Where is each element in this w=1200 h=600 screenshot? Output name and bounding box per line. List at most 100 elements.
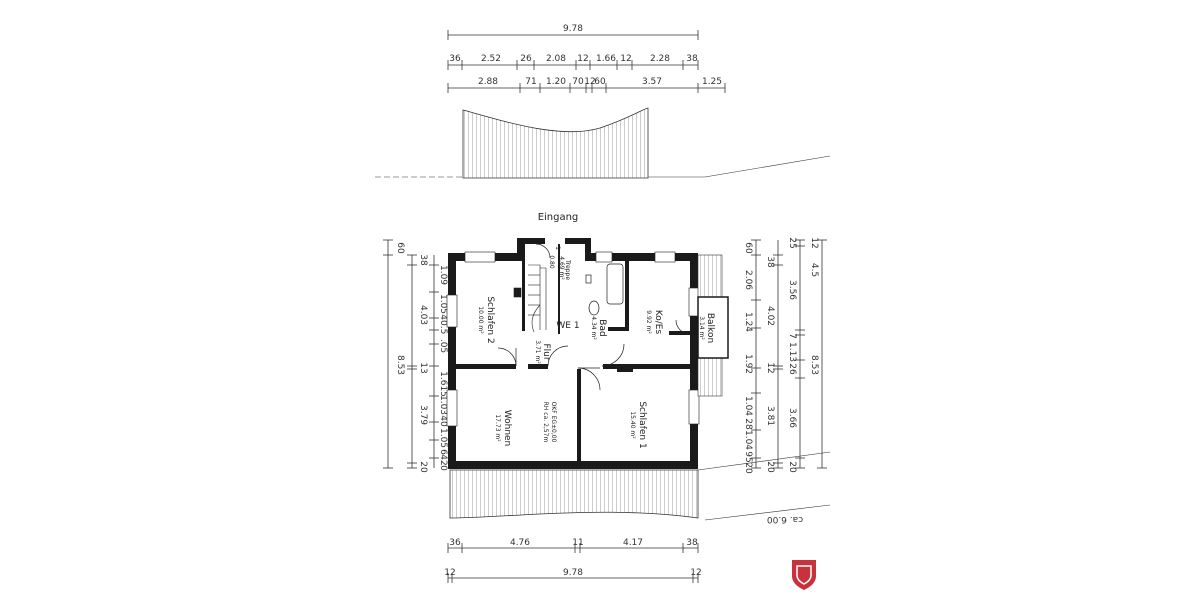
top-dimension-chains [447,30,726,93]
dim-top-r3: 2.88 [478,77,498,87]
room-name: Balkon [705,313,715,343]
doors [497,243,691,391]
bottom-dimension-chains [447,543,699,583]
dim-top-r3: 71 [525,77,536,87]
balcony [697,254,729,397]
entrance-label: Eingang [538,212,579,223]
dim-bottom-overall: 9.78 [563,568,583,578]
dim-top-r2: 36 [449,54,461,64]
dim-top-r2: 1.66 [596,54,616,64]
room-name: Flur [541,343,551,360]
dim-right-c3: 3.56 [787,280,797,300]
dim-bottom-r2: 12 [444,568,455,578]
left-dimension-chains [383,239,439,469]
dim-left-outer: 8.53 [395,355,405,375]
right-dimension-chains [751,239,827,469]
dim-left-inner: 1.03 [438,395,448,415]
dim-top-r2: 2.52 [481,54,501,64]
room-treppe-extra: 0.80 [548,255,555,269]
shield-logo-icon [792,560,816,590]
room-area: 4.34 m² [590,316,597,340]
dim-right-c1: 28 [743,418,753,430]
dim-right-c1: 20 [743,462,753,474]
dim-left-middle: 20 [418,461,428,473]
room-name: Bad [597,319,607,336]
dim-right-c1: 1.04 [743,430,753,450]
okf-line: OKF EG±0,00 [550,402,557,443]
dim-top-r2: 38 [686,54,698,64]
dim-right-c1: 1.04 [743,396,753,416]
dim-top-r2: 26 [520,54,532,64]
dim-right-c1: 1.92 [743,354,753,374]
dim-right-c3: 20 [787,461,797,473]
dim-right-c1: 1.24 [743,312,753,332]
dim-right-c4: 8.53 [809,355,819,375]
dim-bottom-r1: 4.76 [510,538,530,548]
dim-right-c2: 38 [765,256,775,268]
room-area: 15.40 m² [629,411,636,439]
room-name: Ko/Es [653,310,663,335]
room-name: Treppe [564,259,571,280]
dim-bottom-r2: 12 [690,568,701,578]
dim-right-c4: 12 [809,237,819,248]
room-koes: Ko/Es 9.92 m² [645,310,663,335]
dim-right-c3: 7 [787,333,797,339]
dim-bottom-r1: 4.17 [623,538,643,548]
dim-top-r3: 1.25 [702,77,722,87]
staircase [513,264,547,333]
terrain-section-bottom [449,451,831,521]
room-flur: Flur 3.71 m² [534,340,551,364]
rh-line: RH ca. 2,57m [542,402,549,443]
dim-bottom-r1: 36 [449,538,461,548]
dim-top-r2: 12 [577,54,588,64]
room-name: Schlafen 1 [637,401,647,448]
room-name: Wohnen [502,410,512,447]
room-schlafen1: Schlafen 1 15.40 m² [629,401,647,448]
dim-top-r2: 2.28 [650,54,670,64]
dim-left-inner: 1.05 [438,294,448,314]
dim-left-inner: 40 [438,415,448,427]
bath-fixtures [585,263,624,316]
unit-label-we: WE 1 [556,321,579,331]
dim-right-c3: 25 [787,237,797,248]
building-walls [448,238,698,469]
dim-left-inner: .5 [438,326,448,335]
dim-right-c2: 20 [765,461,775,473]
room-area: 3.14 m² [698,316,705,340]
dim-left-middle: 4.03 [418,305,428,325]
dim-right-c3: 26 [787,363,797,375]
dim-top-overall: 9.78 [563,24,583,34]
dim-top-r3: 3.57 [642,77,662,87]
dim-right-c2: 12 [765,362,775,373]
dim-top-r3: 1.20 [546,77,566,87]
dim-right-c1: 2.06 [743,270,753,290]
dim-right-c2: 3.81 [765,406,775,426]
dim-left-inner: .05 [438,339,448,353]
room-area: 4.69 m² [558,256,565,280]
room-bad: Bad 4.34 m² [590,316,607,340]
room-extra: 0.80 [548,255,555,269]
dim-top-r2: 2.08 [546,54,566,64]
dim-left-inner: 42 [438,454,448,465]
dim-left-outer: 60 [395,242,405,254]
dim-left-inner: 1.09 [438,265,448,285]
dim-left-inner: 0 [438,465,448,471]
room-treppe: Treppe 4.69 m² [558,256,571,280]
room-schlafen2: Schlafen 2 10.00 m² [477,296,495,343]
terrain-dim-label: ca. 6.00 [767,514,803,524]
dim-left-middle: 3.79 [418,405,428,425]
dim-top-r3: 60 [594,77,606,87]
room-area: 9.92 m² [645,310,652,334]
room-balkon: Balkon 3.14 m² [698,313,715,343]
dim-top-r3: 12 [584,77,595,87]
dim-right-c3: 3.66 [787,408,797,428]
dim-right-c2: 4.02 [765,306,775,326]
dim-left-middle: 38 [418,254,428,266]
dim-left-inner: 1.615 [438,371,448,397]
room-area: 3.71 m² [534,340,541,364]
dim-right-c4: 4.5 [809,263,819,277]
windows [446,251,700,427]
dim-left-middle: 13 [418,362,428,373]
room-treppe-note: 1 [554,246,561,250]
